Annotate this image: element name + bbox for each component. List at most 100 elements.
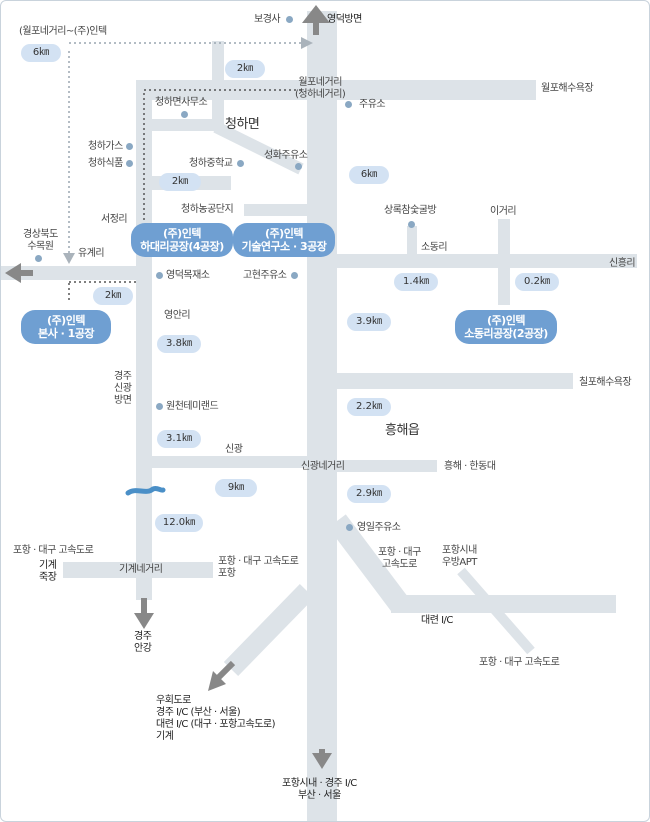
arrow-south-angang-shaft	[141, 598, 147, 614]
arrow-southwest-detour	[208, 671, 226, 691]
distance-2km-mid: 2㎞	[159, 173, 201, 191]
badge-research-lab[interactable]: (주)인텍 기술연구소 · 3공장	[233, 223, 335, 257]
label-wolpo-beach: 월포해수욕장	[541, 83, 594, 94]
distance-2km-top: 2㎞	[225, 60, 265, 78]
poi-dot-cheongha-middle	[237, 160, 244, 167]
label-igari: 이거리	[490, 206, 517, 217]
label-yeonganri: 영안리	[164, 310, 191, 321]
label-sodongri: 소동리	[421, 242, 448, 253]
poi-dot-arboretum	[35, 255, 42, 262]
poi-dot-cheongha-gas	[126, 143, 133, 150]
label-yeongil-gas: 영일주유소	[357, 522, 401, 533]
distance-2-2km: 2.2㎞	[347, 398, 391, 416]
distance-3-9km: 3.9㎞	[347, 313, 391, 331]
poi-dot-cheongha-food	[126, 160, 133, 167]
label-bottom-direction: 포항시내 · 경주 I/C 부산 · 서울	[282, 778, 357, 801]
main-road-north-south	[307, 11, 337, 821]
arrow-dotted-south	[63, 253, 75, 264]
label-pohang-daegu-exp-southeast: 포항 · 대구 고속도로	[479, 657, 560, 668]
label-juyuso: 주유소	[359, 99, 386, 110]
arrow-southwest-detour-shaft	[214, 660, 236, 682]
label-cheongha-middle: 청하중학교	[189, 158, 233, 169]
distance-12km: 12.0㎞	[155, 514, 203, 532]
label-wolpo-route: (월포네거리~(주)인텍	[19, 26, 107, 37]
label-wolpo-crossroad: 월포네거리 (청하네거리)	[295, 77, 346, 100]
road-daeryeon	[391, 595, 616, 613]
label-yugyeri: 유계리	[78, 248, 105, 259]
road-diagonal-daeryeon	[328, 514, 410, 613]
route-dotted-hadae	[143, 89, 301, 223]
label-sangnok: 상록참숯굴방	[384, 205, 437, 216]
label-gyeongju-singwang: 경주 신광 방면	[114, 371, 132, 406]
label-chilpo-beach: 칠포해수욕장	[579, 377, 632, 388]
distance-1-4km: 1.4㎞	[394, 273, 438, 291]
label-cheongha-office: 청하면사무소	[155, 97, 208, 108]
road-chilpo-beach	[337, 373, 573, 389]
label-pohang-daegu-exp-pohang: 포항 · 대구 고속도로 포항	[218, 556, 299, 579]
road-wolpo-beach	[138, 80, 536, 100]
poi-dot-yeongdeok-lumber	[156, 272, 163, 279]
label-sinheungri: 신흥리	[609, 258, 636, 269]
poi-dot-cheongha-office	[181, 111, 188, 118]
road-sodong-north	[407, 226, 417, 256]
label-gigye-crossroad: 기계네거리	[119, 564, 163, 575]
poi-dot-juyuso	[345, 101, 352, 108]
label-cheongha-food: 청하식품	[88, 158, 123, 169]
label-gigye-jukjang: 기계 죽장	[39, 560, 57, 583]
distance-9km: 9㎞	[215, 479, 257, 497]
label-woncheon-land: 원천테미랜드	[166, 401, 219, 412]
poi-dot-yeongil	[346, 524, 353, 531]
distance-2-9km: 2.9㎞	[347, 485, 391, 503]
distance-6km-mid: 6㎞	[349, 166, 389, 184]
arrow-west	[5, 263, 21, 283]
badge-headquarters[interactable]: (주)인텍 본사 · 1공장	[21, 310, 111, 344]
road-igari	[498, 219, 510, 305]
label-singwang-crossroad: 신광네거리	[301, 461, 345, 472]
road-bogyeongsa	[212, 41, 224, 131]
label-daeryeon-ic: 대련 I/C	[421, 615, 453, 626]
arrow-dotted-east	[301, 37, 313, 49]
distance-3-8km: 3.8㎞	[157, 335, 201, 353]
arrow-south-main	[312, 753, 332, 769]
label-seonghwa-gas: 성화주유소	[264, 150, 308, 161]
label-cheongha-agri: 청하농공단지	[181, 204, 234, 215]
road-heunghae	[337, 460, 437, 472]
label-bogyeongsa: 보경사	[254, 14, 281, 25]
label-yeongdeok-direction: 영덕방면	[327, 14, 362, 25]
road-diagonal-pohang-exp	[457, 567, 535, 655]
distance-6km-top: 6㎞	[21, 44, 61, 62]
label-heunghae-eup: 흥해읍	[385, 423, 420, 438]
road-agri-complex	[244, 204, 309, 216]
poi-dot-woncheon	[156, 403, 163, 410]
distance-2km-left: 2㎞	[93, 287, 133, 305]
road-sodong	[337, 254, 637, 268]
arrow-south-main-shaft	[319, 749, 325, 755]
poi-dot-sangnok	[408, 221, 415, 228]
road-diagonal-cheongha	[213, 121, 304, 175]
label-cheongha-myeon: 청하면	[225, 117, 260, 132]
label-pohang-daegu-exp-west: 포항 · 대구 고속도로	[13, 545, 94, 556]
label-heunghae-handong: 흥해 · 한동대	[444, 461, 496, 472]
poi-dot-seonghwa	[295, 163, 302, 170]
distance-3-1km: 3.1㎞	[157, 430, 201, 448]
label-yeongdeok-lumber: 영덕목재소	[166, 270, 210, 281]
arrow-west-shaft	[19, 270, 33, 276]
label-gohyeon-gas: 고현주유소	[243, 270, 287, 281]
poi-dot-gohyeon	[291, 272, 298, 279]
arrow-south-angang	[134, 613, 154, 629]
distance-0-2km: 0.2㎞	[515, 273, 559, 291]
poi-dot-bogyeongsa	[286, 16, 293, 23]
road-cheongha-diag-base	[151, 119, 221, 131]
label-arboretum: 경상북도 수목원	[23, 229, 58, 252]
road-singwang	[152, 456, 307, 468]
label-cheongha-gas: 청하가스	[88, 141, 123, 152]
badge-sodong-plant[interactable]: (주)인텍 소동리공장(2공장)	[455, 310, 557, 344]
arrow-north-shaft	[313, 21, 319, 35]
road-west-vertical	[136, 80, 152, 600]
river-icon	[125, 485, 166, 496]
label-pohang-daegu-exp-east: 포항 · 대구 고속도로	[378, 547, 421, 570]
road-west-exit	[1, 266, 138, 280]
badge-hadae-plant[interactable]: (주)인텍 하대리공장(4공장)	[131, 223, 233, 257]
